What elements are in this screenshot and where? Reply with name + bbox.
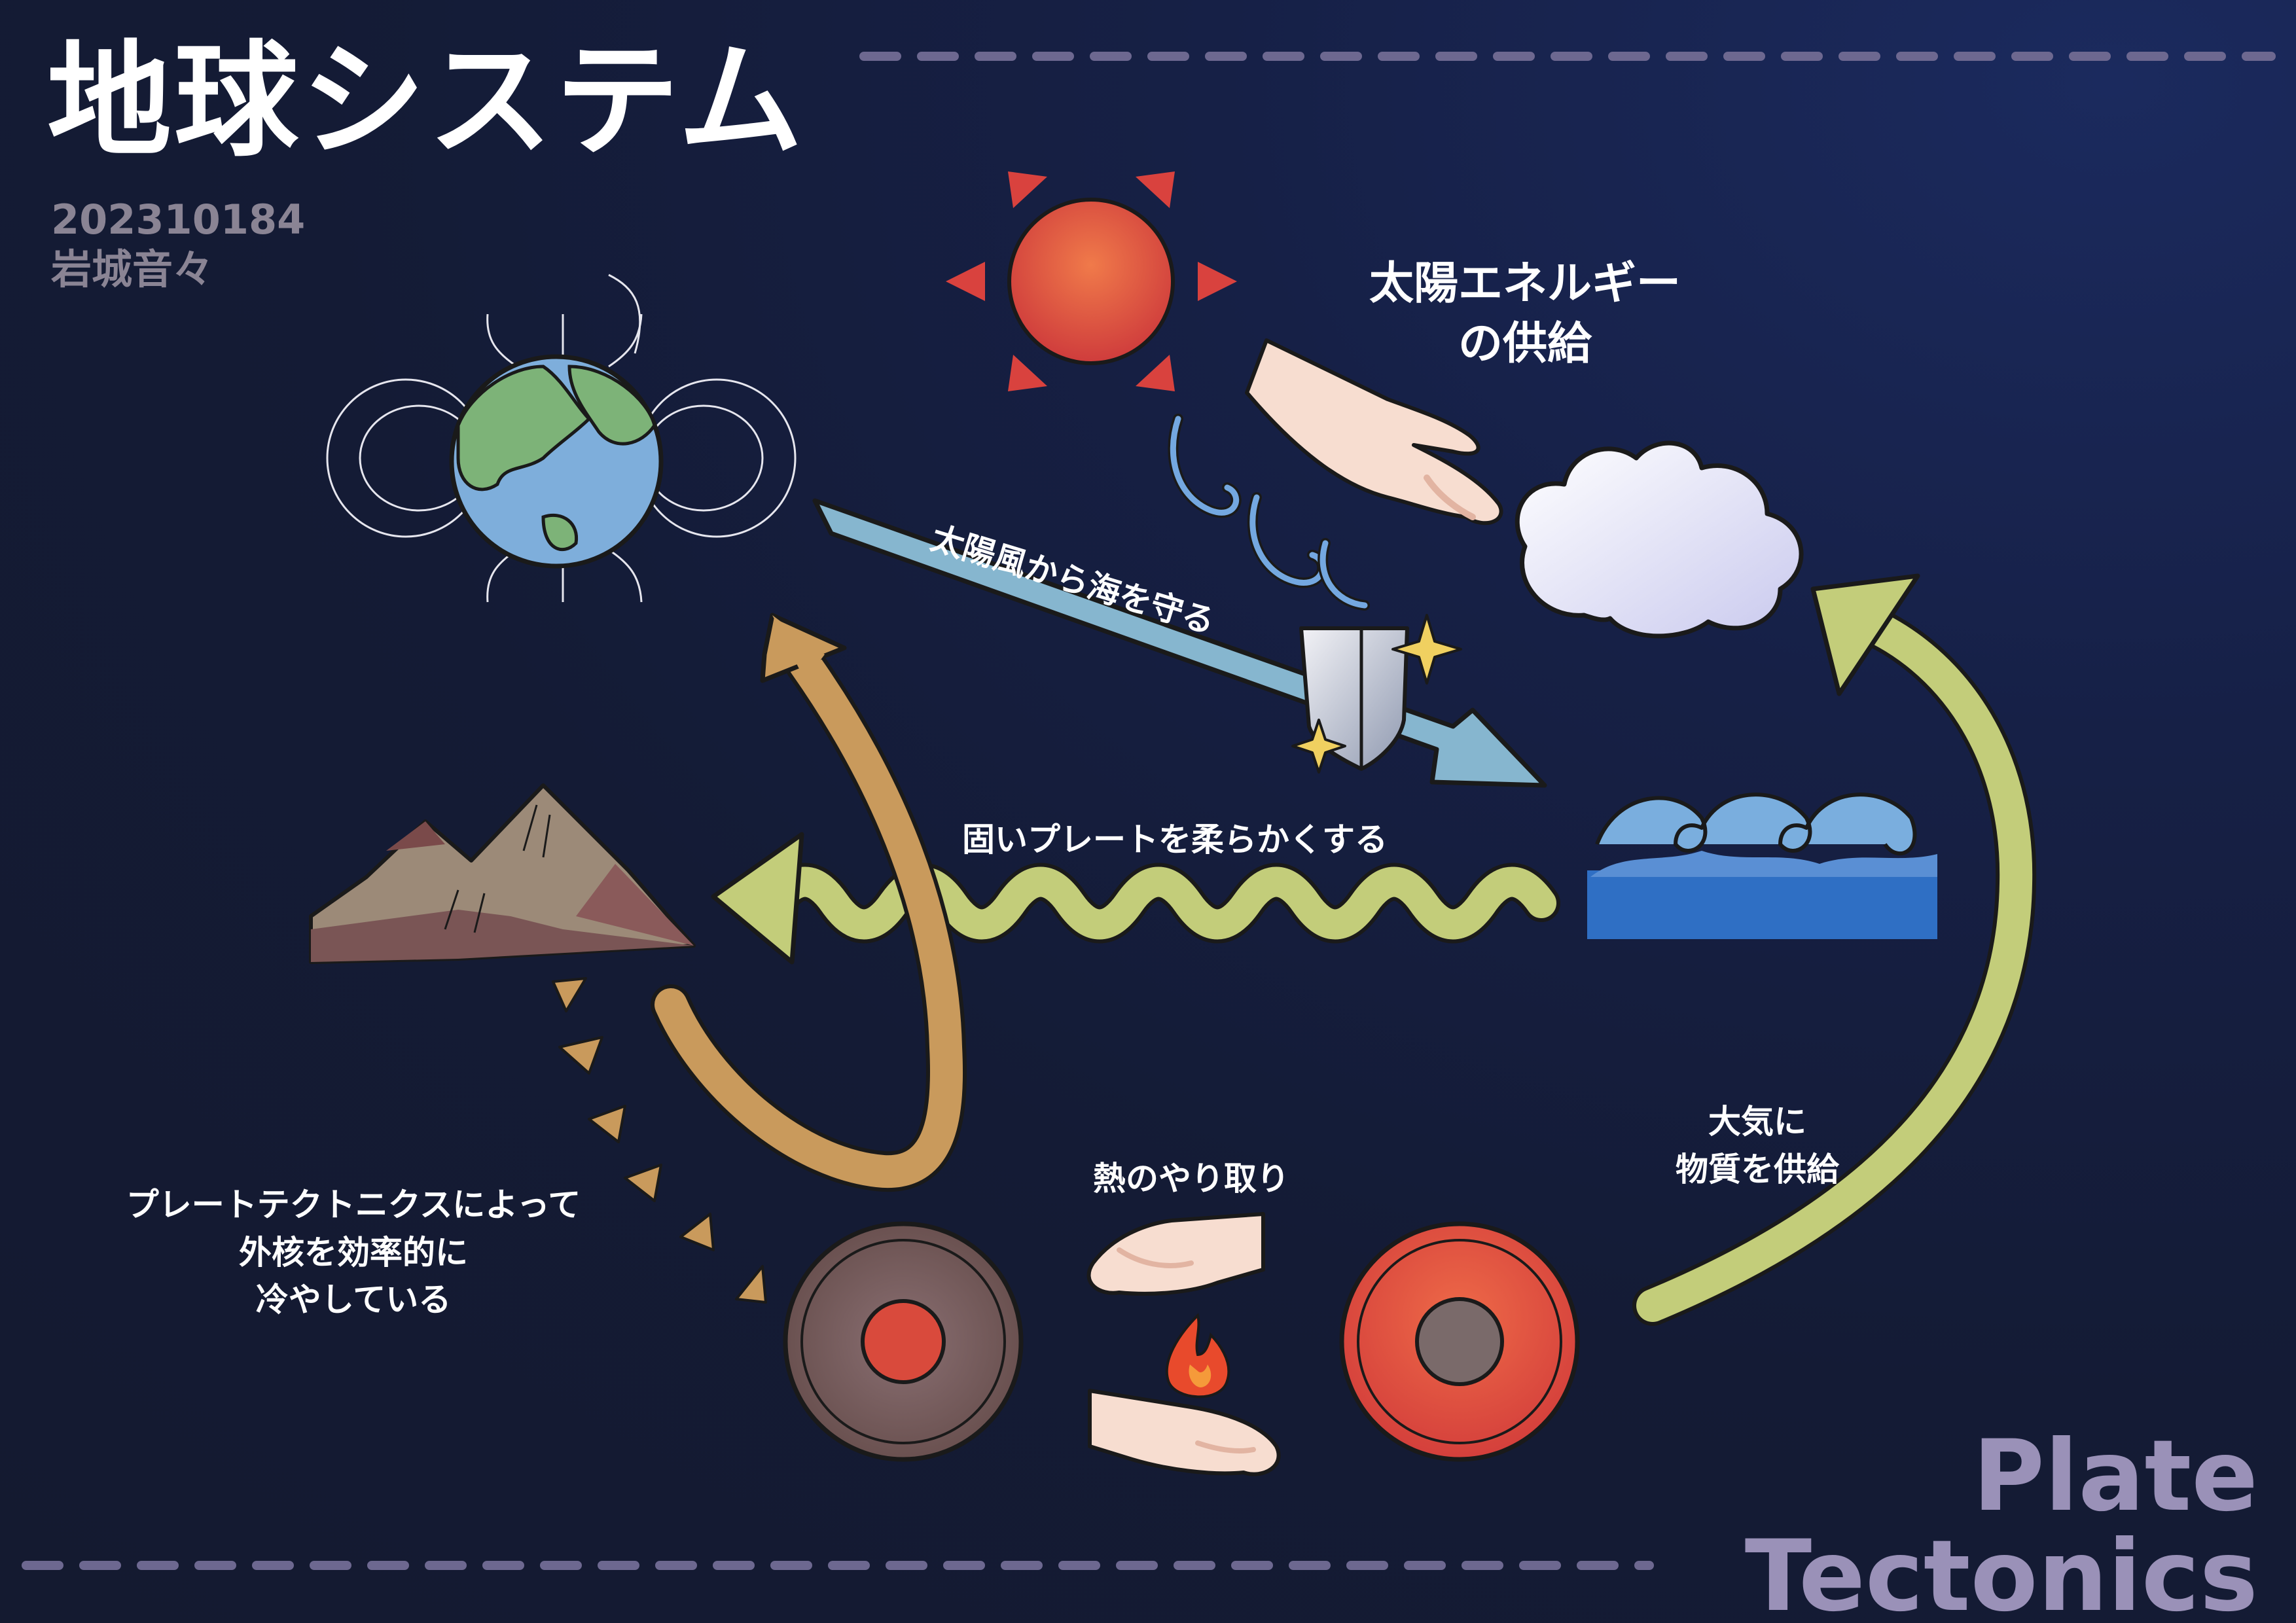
arrow-icon (1632, 573, 2037, 1326)
author-name: 岩城音々 (51, 245, 214, 293)
arrow-icon (651, 613, 967, 1192)
core-icon (783, 1221, 1024, 1462)
watermark-line1: Plate (1972, 1419, 2258, 1533)
hand-icon (1086, 1212, 1265, 1296)
student-id: 202310184 (51, 196, 306, 243)
label-cool-core: プレートテクトニクスによって 外核を効率的に 冷やしている (126, 1186, 581, 1319)
sun-icon (946, 171, 1237, 391)
ocean-wave-icon (1587, 793, 1937, 939)
mountain-icon (309, 783, 696, 964)
sparkle-icon (1291, 614, 1462, 774)
cloud-icon (1515, 440, 1804, 639)
earth-magnetosphere-icon (326, 274, 797, 603)
watermark-line2: Tectonics (1744, 1520, 2258, 1623)
watermark-text: Plate Tectonics (1715, 1427, 2258, 1623)
hand-icon (1245, 338, 1503, 526)
wind-icon (1168, 414, 1370, 611)
label-supply-atmosphere: 大気に 物質を供給 (1676, 1103, 1839, 1188)
core-icon (1339, 1221, 1580, 1462)
label-heat-exchange: 熱のやり取り (1093, 1160, 1289, 1198)
label-soften-plate: 固いプレートを柔らかくする (962, 821, 1388, 859)
hand-icon (1088, 1389, 1281, 1476)
page-title: 地球システム (47, 29, 806, 173)
arrow-icon (552, 977, 767, 1304)
flame-icon (1165, 1313, 1230, 1399)
label-solar-energy: 太陽エネルギー の供給 (1369, 258, 1681, 370)
